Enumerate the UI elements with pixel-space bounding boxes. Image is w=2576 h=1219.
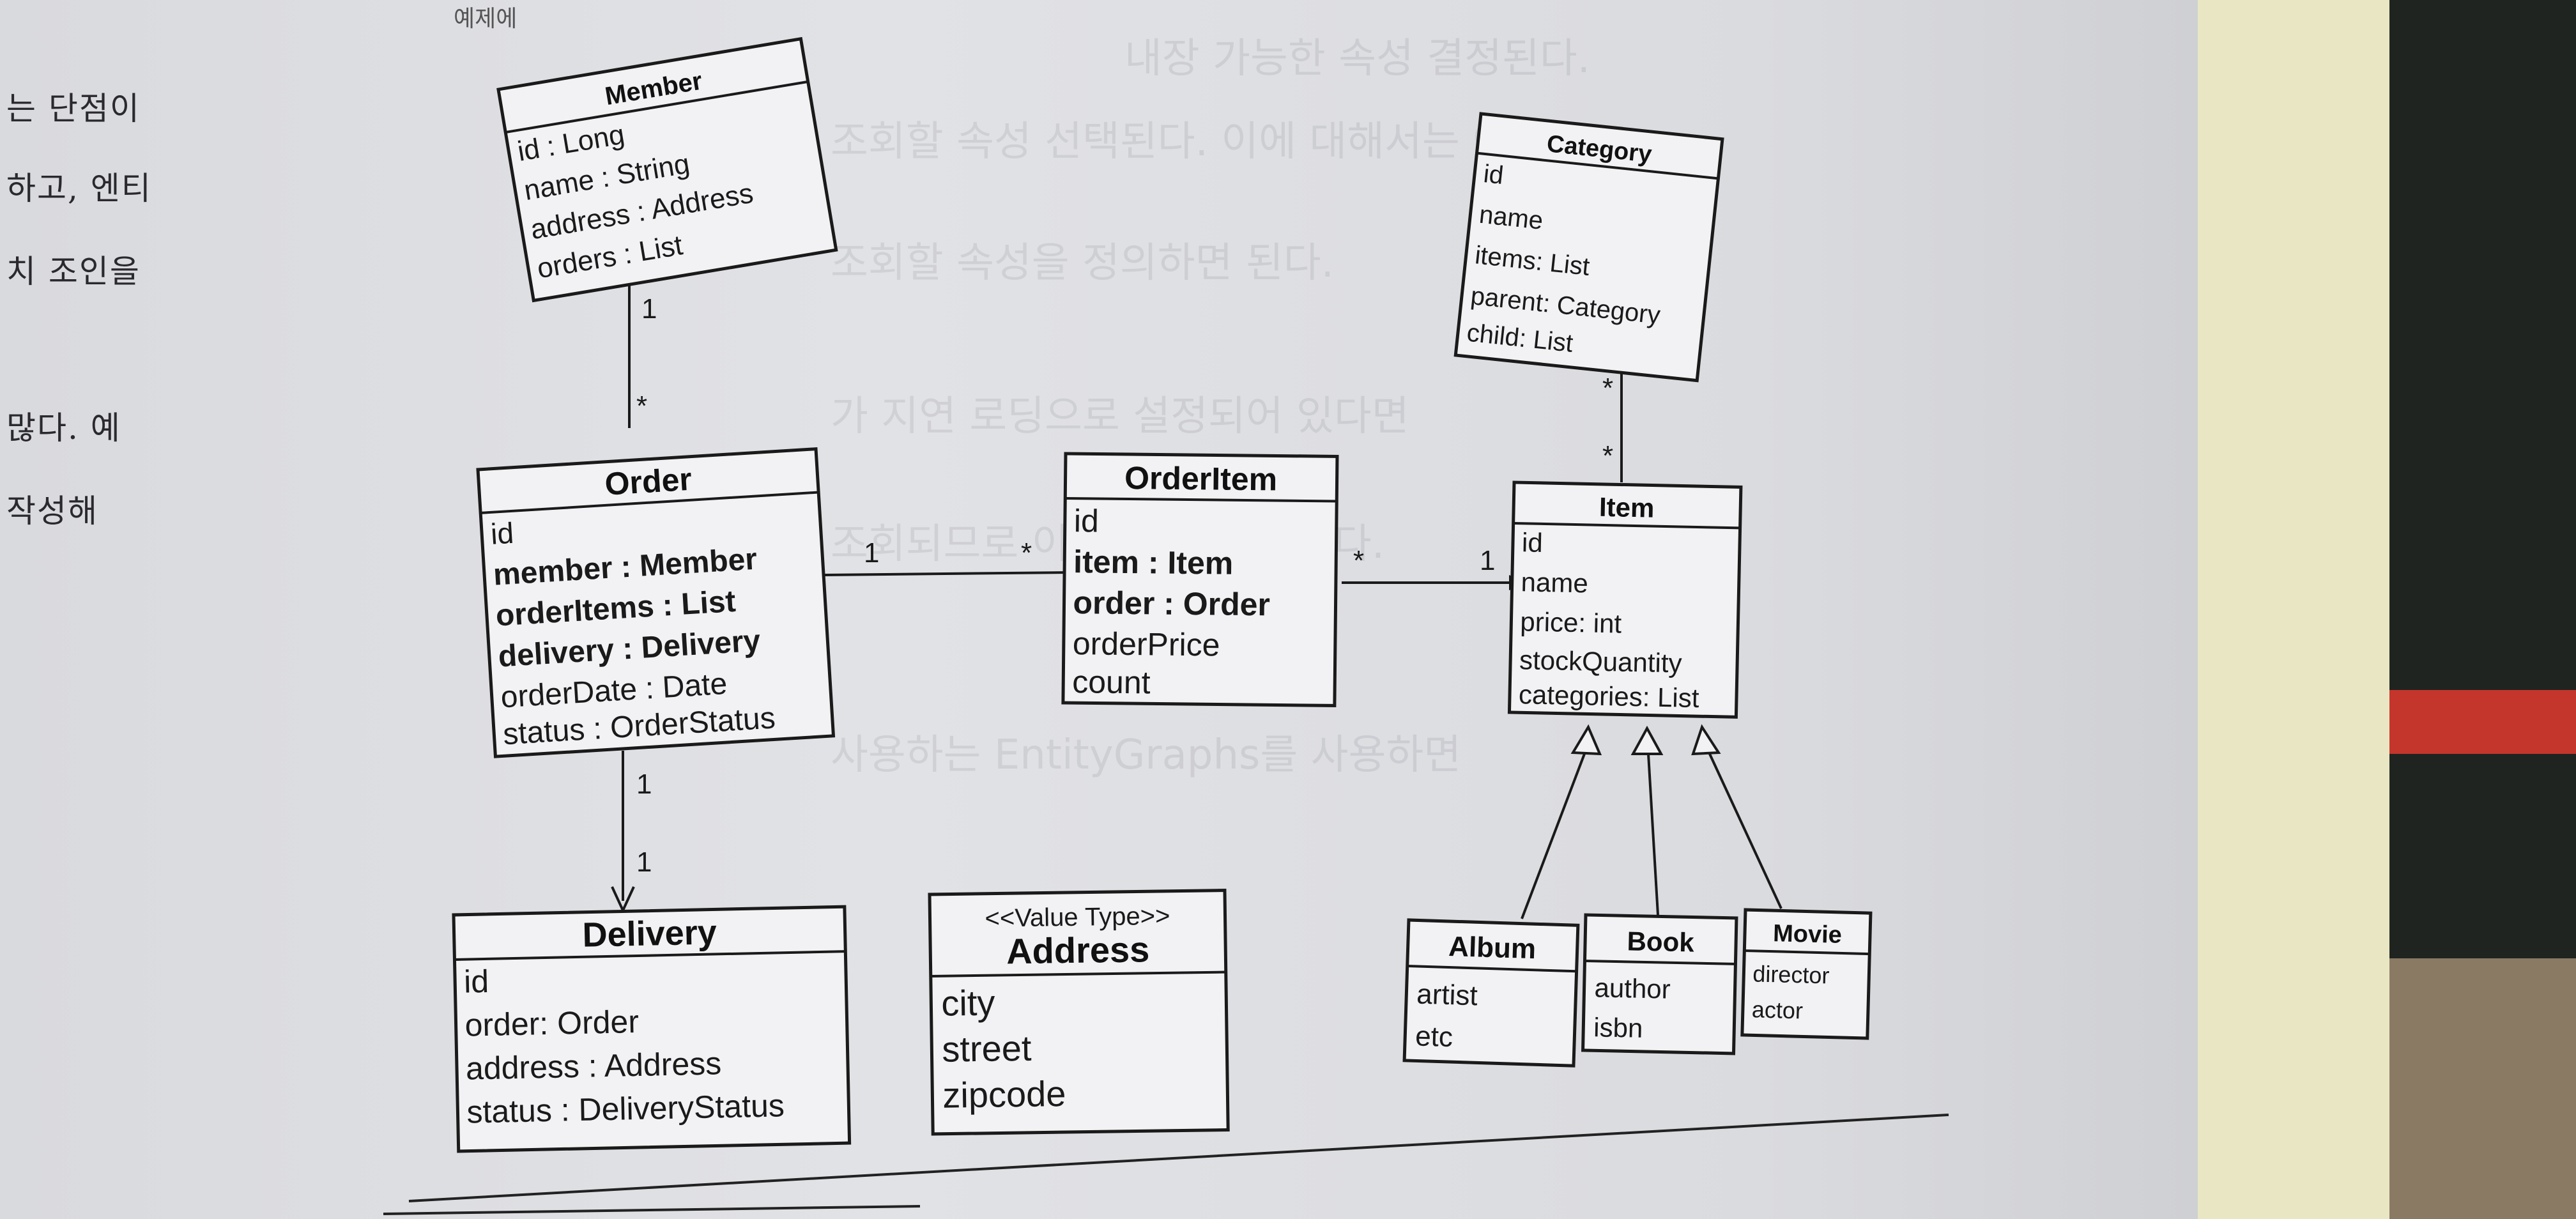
- class-delivery-title: Delivery: [582, 913, 717, 954]
- class-movie-title: Movie: [1773, 920, 1843, 949]
- uml-class-diagram: 1 * 1 * * 1 * * 1 1 Member id : Long nam…: [383, 36, 1949, 1215]
- class-item-title: Item: [1599, 492, 1655, 523]
- class-order: Order id member : Member orderItems : Li…: [476, 447, 836, 758]
- attr: id: [464, 963, 489, 1000]
- mult-member: 1: [641, 293, 657, 325]
- class-address: <<Value Type>> Address city street zipco…: [928, 889, 1230, 1136]
- body-text-line: 많다. 예: [6, 410, 121, 447]
- page-rule-line: [408, 1114, 1949, 1202]
- generalization-movie-item: [1708, 753, 1782, 909]
- bleed-through-text: 조회할 속성을 정의하면 된다.: [831, 240, 1334, 287]
- attr: status : DeliveryStatus: [466, 1087, 785, 1130]
- attr: etc: [1415, 1020, 1453, 1053]
- mult-category: *: [1602, 372, 1613, 404]
- class-album: Album artist etc: [1402, 918, 1580, 1068]
- generalization-book-item: [1647, 753, 1659, 916]
- attr: address : Address: [465, 1045, 721, 1086]
- body-text-line: 하고, 엔티: [6, 170, 152, 207]
- mult-order-member: *: [636, 390, 647, 422]
- attr: director: [1752, 960, 1830, 988]
- attr: orderPrice: [1073, 625, 1220, 663]
- attr: count: [1072, 664, 1151, 700]
- mult-delivery: 1: [636, 847, 652, 878]
- class-album-title: Album: [1448, 931, 1537, 965]
- body-text-line: 치 조인을: [6, 253, 141, 290]
- attr: id: [490, 516, 515, 551]
- attr: id: [1482, 160, 1505, 190]
- body-text-line: 작성해: [6, 493, 98, 530]
- class-orderitem: OrderItem id item : Item order : Order o…: [1061, 452, 1339, 707]
- attr: actor: [1751, 996, 1803, 1023]
- class-order-title: Order: [604, 461, 693, 502]
- attr: id: [1074, 503, 1100, 539]
- attr: price: int: [1520, 606, 1622, 638]
- class-book-title: Book: [1627, 926, 1695, 957]
- class-delivery: Delivery id order: Order address : Addre…: [452, 905, 852, 1153]
- mult-item-orderitem: 1: [1480, 545, 1495, 576]
- attr: stockQuantity: [1519, 645, 1682, 678]
- stereotype-label: <<Value Type>>: [985, 902, 1170, 933]
- attr: artist: [1416, 978, 1478, 1011]
- attr: zipcode: [942, 1073, 1066, 1116]
- class-member: Member id : Long name : String address :…: [496, 36, 838, 303]
- class-address-title: Address: [1006, 929, 1150, 971]
- mult-item-category: *: [1602, 440, 1613, 471]
- class-category: Category id name items: List parent: Cat…: [1453, 112, 1724, 383]
- bleed-through-text: 조회할 속성 선택된다. 이에 대해서는 아래: [831, 118, 1549, 165]
- attr: order : Order: [1073, 585, 1270, 622]
- class-orderitem-title: OrderItem: [1124, 460, 1278, 497]
- attr: author: [1594, 972, 1671, 1004]
- class-book: Book author isbn: [1581, 913, 1738, 1055]
- page-rule-line: [383, 1205, 921, 1215]
- attr: categories: List: [1519, 679, 1700, 713]
- attr: street: [942, 1028, 1032, 1070]
- class-item: Item id name price: int stockQuantity ca…: [1507, 480, 1743, 719]
- generalization-triangle: [1691, 724, 1721, 756]
- red-book-spine: [2364, 690, 2576, 754]
- mult-orderitem-order: *: [1021, 537, 1032, 569]
- mult-order-orderitem: 1: [864, 537, 879, 569]
- generalization-triangle: [1630, 725, 1664, 755]
- page-header-fragment: 예제에: [454, 6, 518, 32]
- class-movie: Movie director actor: [1740, 908, 1873, 1040]
- generalization-triangle: [1570, 724, 1602, 756]
- mult-order-delivery: 1: [636, 769, 652, 800]
- attr: name: [1521, 567, 1588, 598]
- attr: city: [941, 983, 995, 1023]
- generalization-album-item: [1521, 753, 1586, 919]
- attr: isbn: [1593, 1012, 1643, 1043]
- bleed-through-text: 가 지연 로딩으로 설정되어 있다면: [831, 393, 1409, 440]
- tan-surface: [2364, 958, 2576, 1219]
- bleed-through-text: 사용하는 EntityGraphs를 사용하면: [831, 732, 1462, 779]
- mult-orderitem-item: *: [1353, 545, 1364, 576]
- attr: id: [1522, 527, 1544, 558]
- attr: item : Item: [1073, 544, 1234, 581]
- bleed-through-text: 내장 가능한 속성 결정된다.: [1124, 35, 1591, 82]
- attr: name: [1478, 201, 1544, 235]
- body-text-line: 는 단점이: [6, 90, 141, 127]
- attr: order: Order: [464, 1004, 639, 1043]
- assoc-order-orderitem: [824, 571, 1069, 576]
